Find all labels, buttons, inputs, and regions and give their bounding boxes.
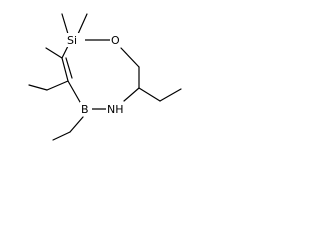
bond-c-ethyl-1 — [46, 80, 69, 91]
si-label: Si — [67, 34, 77, 47]
o-label-bg — [110, 33, 122, 47]
bond-ch-ethyl-1 — [138, 87, 161, 102]
b-label: B — [81, 103, 89, 116]
nh-label-bg — [106, 102, 127, 116]
bond-ch-ethyl-2 — [159, 88, 182, 102]
bond-c-si — [61, 45, 69, 59]
structure-diagram: Si O B NH — [0, 0, 199, 149]
o-label: O — [111, 34, 120, 47]
bond-c-c-double-outer — [61, 57, 69, 82]
b-label-bg — [80, 102, 92, 116]
bond-c-methyl — [45, 47, 63, 59]
bonds — [28, 13, 182, 141]
bond-c-ethyl-2 — [28, 84, 48, 91]
molecule-structure: Si O B NH — [28, 13, 182, 141]
bond-b-c-ring — [67, 80, 81, 103]
bond-c-c-double-inner — [65, 57, 73, 79]
bond-b-ethyl-1 — [69, 116, 84, 133]
si-label-bg — [65, 33, 85, 47]
bond-b-ethyl-2 — [52, 131, 71, 141]
bond-si-methyl-upper — [61, 13, 69, 35]
atom-labels: Si O B NH — [65, 33, 127, 116]
bond-ch-nh — [123, 87, 140, 102]
bond-si-methyl-right — [77, 13, 88, 35]
nh-label: NH — [107, 103, 124, 116]
bond-o-ch2 — [120, 47, 140, 68]
